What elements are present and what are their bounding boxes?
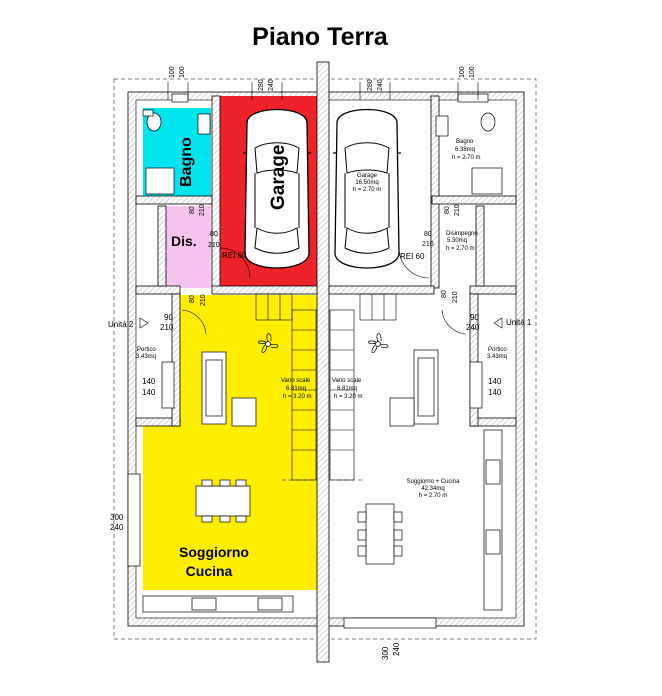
win-left2-a: 300: [110, 513, 124, 522]
unit-2-label: Unità 2: [108, 320, 134, 329]
page-title: Piano Terra: [252, 23, 389, 51]
dis-left-label: Dis.: [171, 233, 197, 249]
win-left-a: 140: [142, 377, 156, 386]
dim-top-r1: 100: [459, 66, 466, 78]
dis-door-a: 80: [210, 231, 218, 238]
dim-top-g2b: 240: [377, 79, 384, 91]
garage-left-label: Garage: [268, 145, 289, 210]
kitchen-left: [142, 595, 294, 613]
portico-right-area: 3.43mq: [487, 354, 507, 360]
rgarage-door-a: 80: [424, 231, 432, 238]
soggiorno-right-area: 42.34mq: [421, 486, 444, 492]
internal-walls: [135, 95, 517, 427]
win-bottom-b: 240: [392, 642, 401, 656]
rei-left-label: REI 60: [222, 251, 247, 260]
dis2-door-b: 210: [200, 294, 207, 306]
sofa-right: [389, 349, 439, 427]
win-left-b: 140: [142, 388, 156, 397]
bagno-left-fixtures: [142, 109, 211, 195]
bagno-right-label: Bagno: [456, 139, 474, 145]
garage-right-height: h = 2.70 m: [353, 187, 382, 193]
vano-scale-right-label: Vano scale: [332, 378, 362, 384]
disimpegno-right-label: Disimpegno: [446, 231, 478, 237]
bagno-door-a: 80: [189, 206, 196, 214]
entry-left-b: 210: [160, 323, 174, 332]
dim-top-l1: 100: [169, 66, 176, 78]
bagno-door-b: 210: [199, 204, 206, 216]
door-swings: [181, 247, 467, 335]
win-bottom-a: 300: [381, 646, 390, 660]
rdis-door-a: 80: [441, 290, 448, 298]
portico-left-area: 3.43mq: [136, 354, 156, 360]
room-fill-disimpegno: [166, 206, 211, 288]
dining-table-right: [357, 503, 403, 565]
win-right-b: 140: [488, 388, 502, 397]
soggiorno-right-label: Soggiorno + Cucina: [407, 479, 461, 485]
portico-left-label: Portico: [137, 347, 156, 353]
entry-right-b: 240: [466, 323, 480, 332]
party-wall: [316, 61, 330, 663]
bagno-right-area: 6.38mq: [455, 147, 475, 153]
soggiorno-right-height: h = 2.70 m: [419, 493, 448, 499]
vano-scale-left-area: 6.81mq: [286, 386, 306, 392]
bagno-right-height: h = 2.70 m: [452, 155, 481, 161]
stairs-right: [329, 293, 397, 481]
dining-table-left: [195, 479, 251, 523]
dim-top-g1a: 280: [258, 79, 265, 91]
dim-top-r2: 100: [469, 66, 476, 78]
win-right-a: 140: [488, 377, 502, 386]
entry-left-arrow-icon: [139, 317, 149, 329]
bagno-left-label: Bagno: [178, 137, 195, 187]
vano-scale-left-height: h = 3.20 m: [283, 394, 312, 400]
dim-top-l2: 100: [179, 66, 186, 78]
rgarage-door-b: 210: [422, 241, 434, 248]
rdis-door-b: 210: [452, 291, 459, 303]
bagno-right-fixtures: [435, 112, 503, 195]
disimpegno-right-area: 5.30mq: [447, 238, 467, 244]
win-left2-b: 240: [110, 523, 124, 532]
kitchen-right: [483, 429, 503, 611]
garage-right-label: Garage: [357, 173, 378, 179]
soggiorno-left-line2: Cucina: [186, 563, 233, 579]
rei-right-label: REI 60: [400, 252, 425, 261]
dis2-door-a: 80: [189, 295, 196, 303]
dis-door-b: 210: [208, 242, 220, 249]
portico-right-label: Portico: [488, 347, 507, 353]
disimpegno-right-height: h = 2.70 m: [446, 246, 475, 252]
entry-left-a: 90: [164, 313, 173, 322]
sofa-left: [201, 351, 257, 427]
stairs-left: [255, 293, 317, 481]
entry-right-arrow-icon: [493, 317, 503, 329]
rbagno-door-b: 210: [454, 204, 461, 216]
garage-right-area: 16.50mq: [355, 180, 378, 186]
soggiorno-left-line1: Soggiorno: [179, 544, 249, 560]
dimension-lines-top: [167, 82, 479, 100]
dim-top-g1b: 240: [268, 79, 275, 91]
room-fill-soggiorno: [143, 295, 317, 590]
vano-scale-left-label: Vano scale: [281, 378, 311, 384]
rbagno-door-a: 80: [444, 206, 451, 214]
vano-scale-right-height: h = 3.20 m: [334, 394, 363, 400]
vano-scale-right-area: 6.81mq: [337, 386, 357, 392]
dim-top-g2a: 280: [367, 79, 374, 91]
unit-1-label: Unità 1: [506, 318, 532, 327]
entry-right-a: 90: [470, 313, 479, 322]
